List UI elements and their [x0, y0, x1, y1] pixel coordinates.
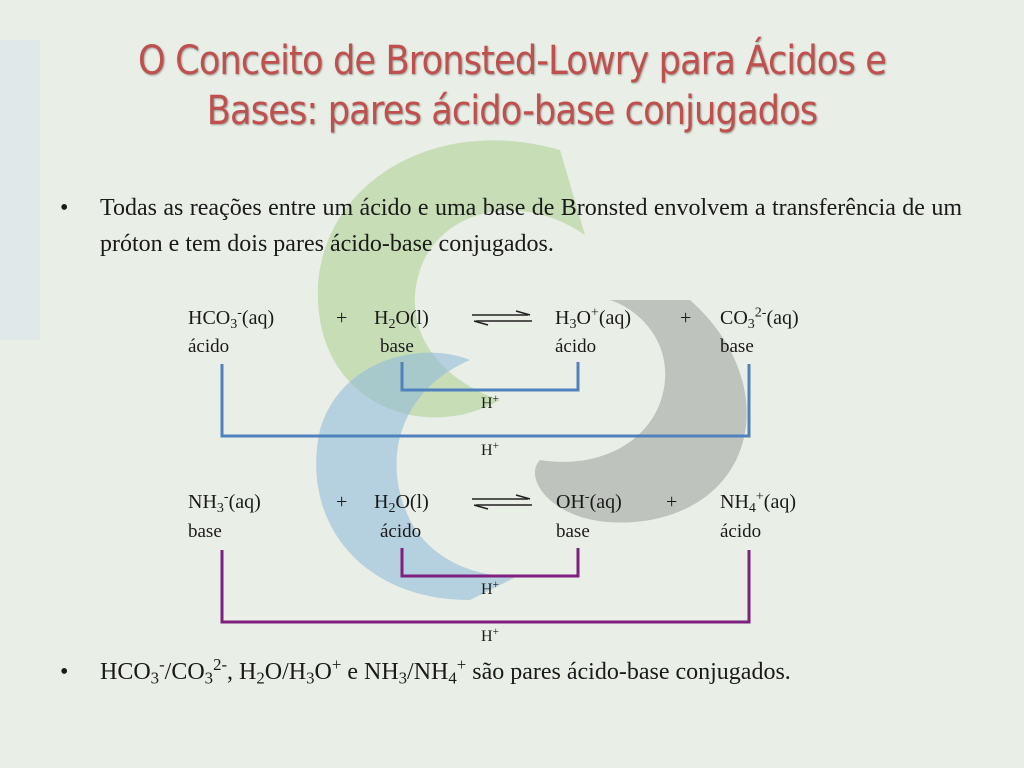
reaction1-plus-1: +	[336, 307, 348, 329]
reaction2-reactant-nh3: NH3-(aq)	[188, 489, 261, 516]
reaction1-label-r1: ácido	[188, 336, 230, 357]
reaction1-label-p1: ácido	[555, 336, 597, 357]
reaction1-reactant-hco3: HCO3-(aq)	[188, 305, 275, 332]
reaction2-plus-2: +	[666, 491, 678, 513]
reaction2-label-r2: ácido	[380, 521, 422, 542]
reaction2-transfer-outer-label: H+	[481, 625, 499, 645]
reaction1-transfer-outer-label: H+	[481, 439, 499, 459]
bullet-transfer-statement: Todas as reações entre um ácido e uma ba…	[60, 190, 962, 262]
reaction2-label-p1: base	[556, 521, 590, 542]
reaction1-transfer-inner-label: H+	[481, 392, 499, 412]
reaction2-plus-1: +	[336, 491, 348, 513]
reaction2-label-r1: base	[188, 521, 222, 542]
title-line-2: Bases: pares ácido-base conjugados	[206, 88, 818, 134]
title-line-1: O Conceito de Bronsted-Lowry para Ácidos…	[137, 38, 887, 84]
reaction2-label-p2: ácido	[720, 521, 762, 542]
reaction2-product-nh4: NH4+(aq)	[720, 489, 796, 516]
reaction1-plus-2: +	[680, 307, 692, 329]
reaction1-equilibrium-arrow-icon	[472, 310, 532, 326]
reaction2-product-oh: OH-(aq)	[556, 489, 622, 513]
slide-title: O Conceito de Bronsted-Lowry para Ácidos…	[114, 36, 910, 136]
reaction2-reactant-h2o: H2O(l)	[374, 491, 429, 516]
reaction1-label-r2: base	[380, 336, 414, 357]
reaction1-product-co3: CO32-(aq)	[720, 305, 799, 332]
reaction1-label-p2: base	[720, 336, 754, 357]
reaction2-transfer-inner-label: H+	[481, 578, 499, 598]
reaction1-reactant-h2o: H2O(l)	[374, 307, 429, 332]
reaction1-product-h3o: H3O+(aq)	[555, 305, 632, 332]
reaction2-equilibrium-arrow-icon	[472, 494, 532, 510]
bullet-conjugate-pairs: HCO3-/CO32-, H2O/H3O+ e NH3/NH4+ são par…	[60, 654, 962, 690]
